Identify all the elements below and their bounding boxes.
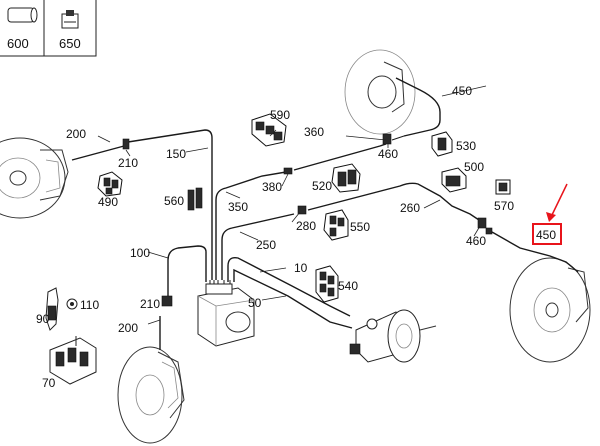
thumbnail-600-part-icon [7,7,38,23]
rear-top-brake-disc [344,49,416,135]
label-200-left[interactable]: 200 [66,127,86,141]
bolt-110 [66,298,78,310]
clip-530 [431,131,453,157]
front-lower-brake-disc [117,346,185,444]
fitting-280 [297,205,307,215]
label-490[interactable]: 490 [98,195,118,209]
clip-560 [187,187,203,211]
thumbnail-600-label: 600 [7,36,29,51]
clip-570 [495,179,511,195]
thumbnail-650[interactable]: 650 [43,0,97,57]
label-200-low[interactable]: 200 [118,321,138,335]
fitting-210-low [161,295,173,307]
front-left-brake-disc [0,137,69,219]
label-150[interactable]: 150 [166,147,186,161]
brake-pipes [71,77,579,350]
thumbnail-650-part-icon [61,10,79,29]
brake-master-cylinder [349,309,437,363]
clip-590 [251,113,287,147]
label-260[interactable]: 260 [400,201,420,215]
fitting-210-top [122,138,130,150]
abs-hydraulic-unit [197,283,255,347]
label-500[interactable]: 500 [464,160,484,174]
clip-540 [315,265,339,303]
label-560[interactable]: 560 [164,194,184,208]
highlight-box [532,223,562,245]
bracket-90 [45,287,59,331]
clip-520 [331,163,361,193]
label-70[interactable]: 70 [42,376,56,390]
label-210-left[interactable]: 210 [118,156,138,170]
thumbnail-650-label: 650 [59,36,81,51]
label-110[interactable]: 110 [80,298,99,312]
fitting-380 [283,167,293,175]
label-350[interactable]: 350 [228,200,248,214]
label-590[interactable]: 590 [270,108,290,122]
highlighted-part-450[interactable]: 450 [532,223,562,245]
label-280[interactable]: 280 [296,219,316,233]
label-550[interactable]: 550 [350,220,370,234]
label-380[interactable]: 380 [262,180,282,194]
label-530[interactable]: 530 [456,139,476,153]
label-540[interactable]: 540 [338,279,358,293]
label-360[interactable]: 360 [304,125,324,139]
leader-lines [97,85,487,325]
label-90[interactable]: 90 [36,312,50,326]
thumbnail-600[interactable]: 600 [0,0,45,57]
label-460-top[interactable]: 460 [378,147,398,161]
label-100[interactable]: 100 [130,246,150,260]
label-450-highlighted[interactable]: 450 [536,228,556,242]
label-570[interactable]: 570 [494,199,514,213]
label-460-mid[interactable]: 460 [466,234,486,248]
label-250[interactable]: 250 [256,238,276,252]
clip-550 [323,209,349,241]
bracket-70 [49,336,97,385]
clip-500 [441,167,467,193]
label-210-low[interactable]: 210 [140,297,160,311]
fitting-460-mid [477,217,493,235]
label-50[interactable]: 50 [248,296,262,310]
label-10[interactable]: 10 [294,261,308,275]
part-labels: 450 200 210 150 490 590 360 460 530 500 … [36,84,514,390]
label-520[interactable]: 520 [312,179,332,193]
label-450-top[interactable]: 450 [452,84,472,98]
red-pointer-arrow-icon [546,183,568,222]
clip-490 [97,171,123,197]
rear-right-brake-disc [509,257,591,363]
fitting-460-top [382,133,392,145]
